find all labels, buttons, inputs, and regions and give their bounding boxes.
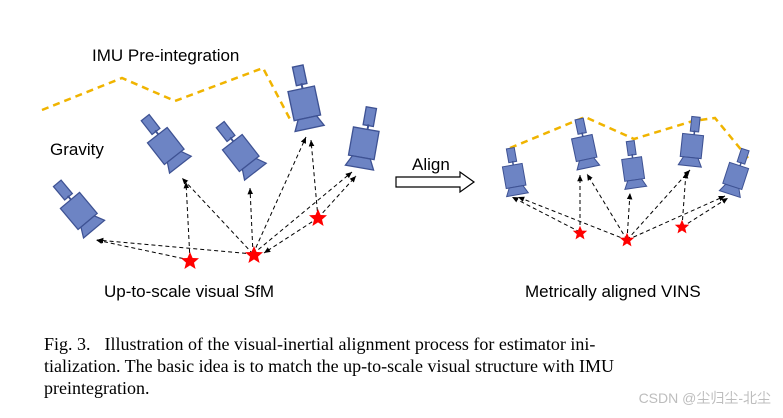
caption-line-1: Fig. 3. Illustration of the visual-inerti… [44,333,744,355]
align-arrow [395,170,476,194]
align-label: Align [412,155,450,174]
camera-right-5 [718,145,756,199]
alignment-diagram: IMU Pre-integration Gravity Up-to-scale … [41,46,756,301]
landmark-right-1 [572,225,588,240]
rays-right [511,169,729,241]
camera-right-1 [497,145,530,198]
figure-number: Fig. 3. [44,334,91,354]
caption-line-3: preintegration. [44,378,150,398]
imu-path-left [41,66,294,124]
vins-label: Metrically aligned VINS [525,282,701,301]
camera-right-2 [566,116,601,171]
camera-left-2 [132,109,193,175]
camera-left-1 [44,174,106,239]
sfm-label: Up-to-scale visual SfM [104,282,274,301]
camera-left-3 [207,116,268,182]
caption-line-2: tialization. The basic idea is to match … [44,356,615,376]
camera-left-4 [280,62,326,133]
rays-left [95,136,357,261]
landmark-left-1 [181,252,199,269]
caption-text-1: Illustration of the visual-inertial alig… [104,334,596,354]
figure-caption: Fig. 3. Illustration of the visual-inerti… [44,333,744,399]
gravity-label: Gravity [50,140,104,159]
imu-preintegration-label: IMU Pre-integration [92,46,239,65]
camera-left-5 [344,103,386,172]
watermark: CSDN @尘归尘-北尘 [638,390,771,406]
landmark-right-3 [674,219,690,234]
camera-right-3 [617,138,648,191]
